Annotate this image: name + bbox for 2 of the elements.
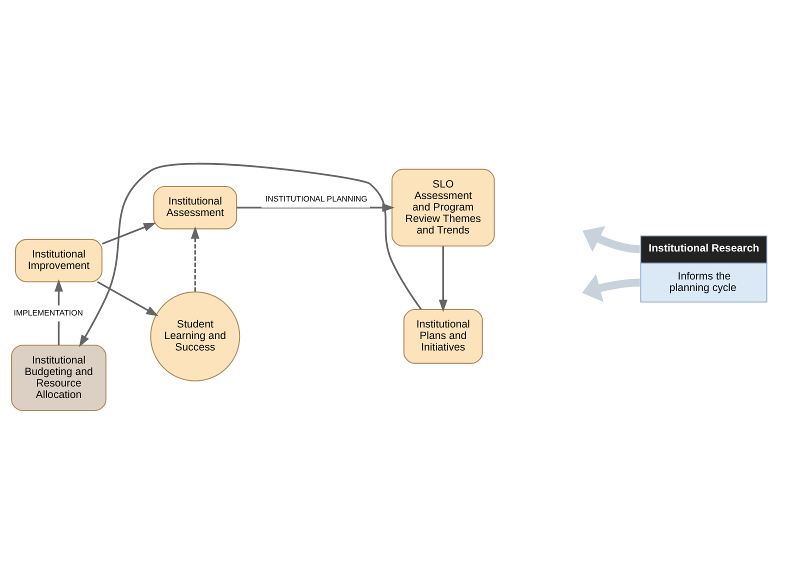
edge-label: INSTITUTIONAL PLANNING <box>265 194 368 204</box>
edge-label: IMPLEMENTATION <box>14 308 84 318</box>
